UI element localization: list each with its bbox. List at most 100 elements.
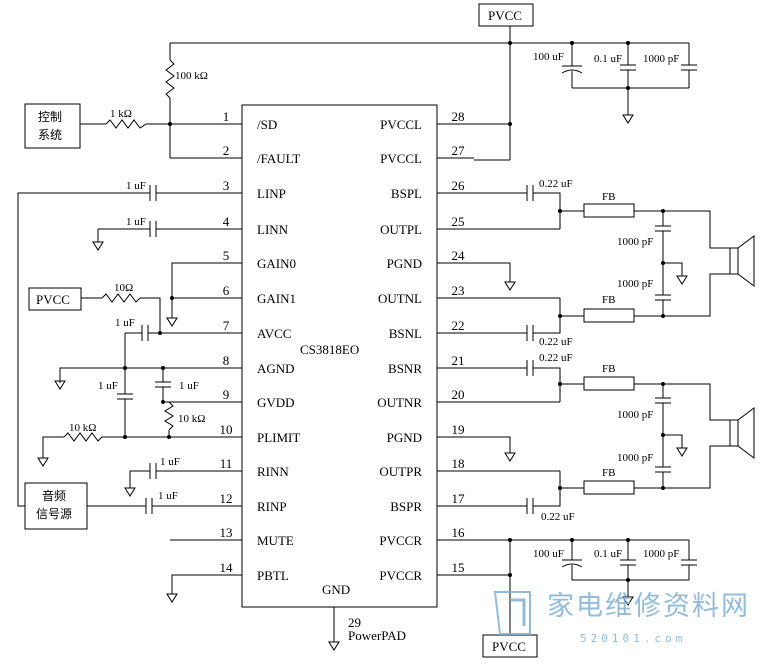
pvcc-top-box [478,3,534,27]
pin-7-number: 7 [223,318,230,333]
dec-top-01uf: 0.1 uF [594,53,622,65]
pin-13-label: MUTE [257,533,294,548]
pin-5-number: 5 [223,248,230,263]
audio-line2: 信号源 [36,507,72,521]
pin-22-label: BSNL [389,326,422,341]
watermark: 家电维修资料网 520101.com [493,591,750,645]
pin-21-label: BSNR [388,361,422,376]
control-system-box [24,103,81,149]
bottom-decoupling: 100 uF 0.1 uF 1000 pF [533,538,697,606]
pin-16-label: PVCCR [379,533,422,548]
pin-24-label: PGND [387,256,422,271]
avcc-resistor [101,293,141,303]
pin-28-number: 28 [452,109,465,124]
fb2-label: FB [602,294,615,306]
pin-8-label: AGND [257,361,295,376]
sd-resistor-value: 1 kΩ [110,108,132,120]
pin-5-label: GAIN0 [257,256,296,271]
pin-17-label: BSPR [390,499,422,514]
speaker-left-icon [729,235,755,287]
pin-20-number: 20 [452,387,465,402]
pin-25-label: OUTPL [380,222,422,237]
pin-16-number: 16 [452,525,466,540]
pin-15-number: 15 [452,560,465,575]
left-pins: 1/SD2/FAULT3LINP4LINN5GAIN06GAIN17AVCC8A… [205,109,300,583]
r-gvdd-value: 10 kΩ [178,413,205,425]
dec-bottom-100uf: 100 uF [533,548,564,560]
watermark-logo-icon [493,591,531,635]
pin-6-label: GAIN1 [257,291,296,306]
pullup-resistor [165,59,175,99]
c-rinn-value: 1 uF [160,456,180,468]
pin-7-label: AVCC [257,326,291,341]
pin-21-number: 21 [452,353,465,368]
pin-27-number: 27 [452,143,466,158]
pin-18-label: OUTPR [379,464,422,479]
pin-19-label: PGND [387,430,422,445]
pin-27-label: PVCCL [380,151,422,166]
fb4-label: FB [602,467,615,479]
pin-13-number: 13 [220,525,233,540]
c-bsnl-value: 0.22 uF [539,336,573,348]
powerpad-pin-num: 29 [348,615,361,630]
pin-11-label: RINN [257,464,289,479]
watermark-url: 520101.com [580,632,686,645]
r-plimit-value: 10 kΩ [69,422,96,434]
pin-1-label: /SD [257,117,277,132]
speaker-right-icon [729,407,755,459]
ic-body [241,104,438,608]
r-avcc-value: 10Ω [114,282,133,294]
pin-24-number: 24 [452,248,466,263]
powerpad-label: PowerPAD [348,628,406,643]
pin-14-label: PBTL [257,568,289,583]
pin-3-number: 3 [223,178,230,193]
c-bspr-value: 0.22 uF [541,511,575,523]
watermark-text: 家电维修资料网 [547,591,750,622]
c-rinp-value: 1 uF [158,490,178,502]
pin-22-number: 22 [452,318,465,333]
ferrite-bead-2 [583,308,635,323]
pin-15-label: PVCCR [379,568,422,583]
pin-17-number: 17 [452,491,466,506]
c-avcc-value: 1 uF [115,317,135,329]
pvcc-left-box [28,287,82,311]
c-linp-value: 1 uF [126,180,146,192]
pullup-value: 100 kΩ [175,70,208,82]
pin-25-number: 25 [452,214,465,229]
dec-top-100uf: 100 uF [533,51,564,63]
pin-26-label: BSPL [391,186,422,201]
sd-resistor [105,119,147,129]
pin-2-number: 2 [223,143,230,158]
c-agnd-value: 1 uF [98,380,118,392]
pin-23-label: OUTNL [378,291,422,306]
c-gvdd-value: 1 uF [179,380,199,392]
pin-14-number: 14 [220,560,234,575]
control-line2: 系统 [38,128,62,142]
pin-18-number: 18 [452,456,465,471]
fb1-label: FB [602,191,615,203]
pin-3-label: LINP [257,186,286,201]
gvdd-resistor [164,401,174,431]
top-decoupling: 100 uF 0.1 uF 1000 pF [533,41,697,124]
pin-10-number: 10 [220,422,233,437]
c-linn-value: 1 uF [126,216,146,228]
pin-8-number: 8 [223,353,230,368]
fb3-label: FB [602,363,615,375]
pin-11-number: 11 [220,456,233,471]
pin-4-number: 4 [223,214,230,229]
pvcc-left-label: PVCC [36,292,70,307]
pin-20-label: OUTNR [377,395,422,410]
pin-1-number: 1 [223,109,230,124]
c-fb2-value: 1000 pF [617,278,653,290]
pin-9-label: GVDD [257,395,295,410]
pin-12-number: 12 [220,491,233,506]
pin-2-label: /FAULT [257,151,300,166]
pin-10-label: PLIMIT [257,430,300,445]
pin-28-label: PVCCL [380,117,422,132]
pin-19-number: 19 [452,422,465,437]
control-line1: 控制 [38,110,62,124]
c-fb1-value: 1000 pF [617,236,653,248]
audio-line1: 音频 [42,488,66,503]
pin-9-number: 9 [223,387,230,402]
